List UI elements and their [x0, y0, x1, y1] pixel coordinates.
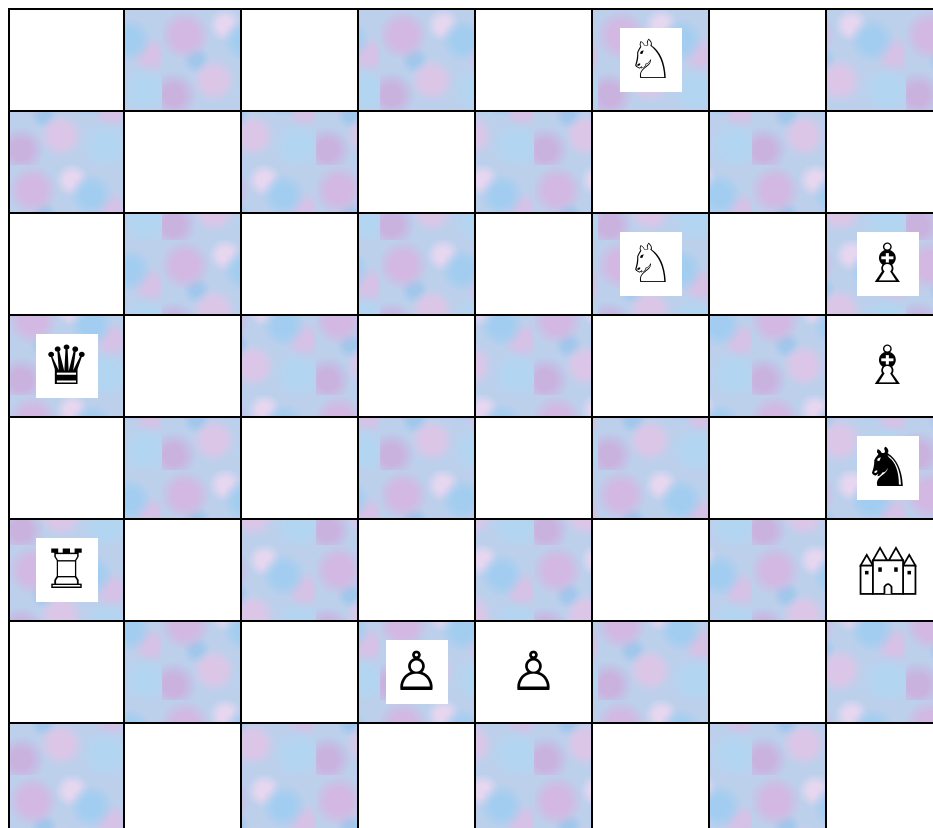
square-a7[interactable] [10, 112, 125, 214]
square-c5[interactable] [242, 316, 359, 418]
bishop-icon[interactable]: ♗ [857, 232, 919, 296]
square-g1[interactable] [710, 724, 827, 828]
square-b3[interactable] [125, 520, 242, 622]
square-a2[interactable] [10, 622, 125, 724]
square-g5[interactable] [710, 316, 827, 418]
square-h7[interactable] [827, 112, 933, 214]
square-c7[interactable] [242, 112, 359, 214]
square-e3[interactable] [476, 520, 593, 622]
square-a8[interactable] [10, 10, 125, 112]
square-h2[interactable] [827, 622, 933, 724]
square-e4[interactable] [476, 418, 593, 520]
square-c4[interactable] [242, 418, 359, 520]
square-b4[interactable] [125, 418, 242, 520]
square-f5[interactable] [593, 316, 710, 418]
square-d6[interactable] [359, 214, 476, 316]
square-g4[interactable] [710, 418, 827, 520]
square-h1[interactable] [827, 724, 933, 828]
square-e5[interactable] [476, 316, 593, 418]
square-d8[interactable] [359, 10, 476, 112]
knight-icon[interactable]: ♘ [620, 28, 682, 92]
castle-icon-graphic [857, 541, 919, 599]
square-h8[interactable] [827, 10, 933, 112]
chess-board: ♘ ♘ ♗ ♛ ♗ ♞ ♖ ♙ ♙ [8, 8, 933, 828]
square-e6[interactable] [476, 214, 593, 316]
square-c3[interactable] [242, 520, 359, 622]
square-g2[interactable] [710, 622, 827, 724]
square-b8[interactable] [125, 10, 242, 112]
square-d3[interactable] [359, 520, 476, 622]
square-d1[interactable] [359, 724, 476, 828]
rook-icon[interactable]: ♖ [36, 538, 98, 602]
square-b2[interactable] [125, 622, 242, 724]
square-d5[interactable] [359, 316, 476, 418]
square-b6[interactable] [125, 214, 242, 316]
square-c6[interactable] [242, 214, 359, 316]
square-f4[interactable] [593, 418, 710, 520]
square-b7[interactable] [125, 112, 242, 214]
pawn-icon[interactable]: ♙ [503, 640, 565, 704]
square-f2[interactable] [593, 622, 710, 724]
square-f7[interactable] [593, 112, 710, 214]
square-e1[interactable] [476, 724, 593, 828]
square-c1[interactable] [242, 724, 359, 828]
square-a6[interactable] [10, 214, 125, 316]
square-g3[interactable] [710, 520, 827, 622]
square-d4[interactable] [359, 418, 476, 520]
knight-icon[interactable]: ♞ [857, 436, 919, 500]
square-g8[interactable] [710, 10, 827, 112]
square-e7[interactable] [476, 112, 593, 214]
knight-icon[interactable]: ♘ [620, 232, 682, 296]
square-a1[interactable] [10, 724, 125, 828]
square-c8[interactable] [242, 10, 359, 112]
square-e8[interactable] [476, 10, 593, 112]
square-a4[interactable] [10, 418, 125, 520]
square-f3[interactable] [593, 520, 710, 622]
bishop-icon[interactable]: ♗ [857, 334, 919, 398]
queen-icon[interactable]: ♛ [36, 334, 98, 398]
square-b5[interactable] [125, 316, 242, 418]
square-d7[interactable] [359, 112, 476, 214]
square-b1[interactable] [125, 724, 242, 828]
square-g6[interactable] [710, 214, 827, 316]
square-c2[interactable] [242, 622, 359, 724]
square-g7[interactable] [710, 112, 827, 214]
pawn-icon[interactable]: ♙ [386, 640, 448, 704]
square-f1[interactable] [593, 724, 710, 828]
castle-icon[interactable] [857, 538, 919, 602]
